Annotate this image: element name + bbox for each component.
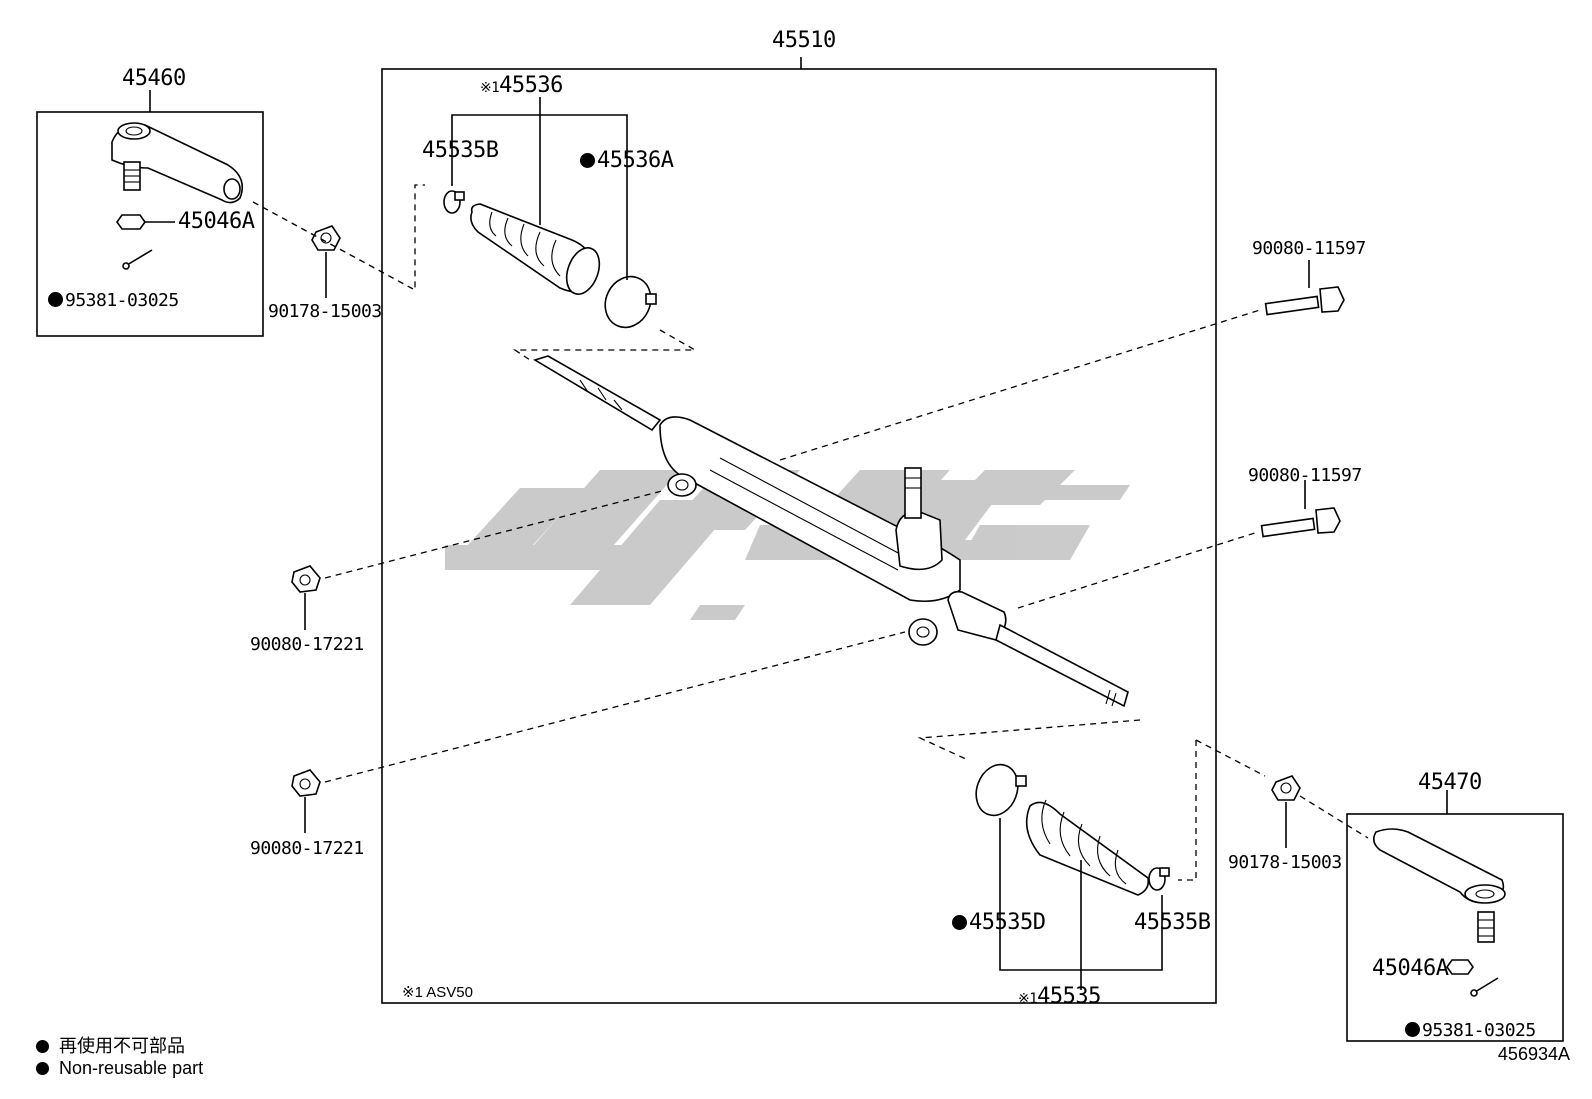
footnote-asv50: ※1 ASV50 [402,984,473,1001]
label-clamp-top: 45536A [580,150,674,172]
non-reusable-mark [48,292,63,307]
label-tie-rod-end-left: 45460 [122,66,186,91]
non-reusable-mark [36,1062,49,1075]
tie-rod-end-left [111,122,244,270]
label-nut-left: 45046A [178,209,255,234]
label-cotter-pin-right: 95381-03025 [1405,1020,1536,1042]
label-bolt-lower: 90080-11597 [1248,465,1362,486]
tie-rod-end-right [1372,828,1506,997]
boot-top [470,203,601,295]
label-cotter-pin-left: 95381-03025 [48,290,179,312]
boot-bottom [1025,799,1150,896]
label-clip-top: 45535B [422,138,499,163]
non-reusable-mark [580,153,595,168]
non-reusable-mark [36,1040,49,1053]
clamp-top [604,275,657,329]
label-nut-right: 45046A [1372,956,1449,981]
label-tie-rod-end-right: 45470 [1418,770,1482,795]
label-clip-bottom: 45535B [1134,910,1211,935]
lock-nut-left [311,225,341,298]
label-lock-nut-right: 90178-15003 [1228,852,1342,873]
label-boot-set-bottom: ※145535 [1018,984,1101,1009]
non-reusable-mark [952,915,967,930]
steering-rack [533,355,1129,708]
assembly-frame [381,68,1217,1004]
legend-en: Non-reusable part [36,1058,203,1079]
tie-rod-end-right-box [1346,813,1564,1042]
clamp-bottom [975,763,1027,817]
label-mount-nut-upper: 90080-17221 [250,634,364,655]
label-lock-nut-left: 90178-15003 [268,301,382,322]
illustration-code: 456934A [1497,1044,1570,1064]
label-bolt-upper: 90080-11597 [1252,238,1366,259]
label-boot-set-top: ※145536 [480,73,563,98]
non-reusable-mark [1405,1022,1420,1037]
clip-top [443,190,465,214]
clip-bottom [1148,867,1170,891]
legend-jp: 再使用不可部品 [36,1032,185,1058]
label-assembly: 45510 [772,28,836,53]
bolt-upper [1264,260,1345,316]
label-mount-nut-lower: 90080-17221 [250,838,364,859]
bolt-lower [1260,480,1341,538]
mount-nut-upper [291,565,321,630]
lock-nut-right [1271,775,1301,848]
label-clamp-bottom: 45535D [952,912,1046,934]
mount-nut-lower [291,769,321,833]
